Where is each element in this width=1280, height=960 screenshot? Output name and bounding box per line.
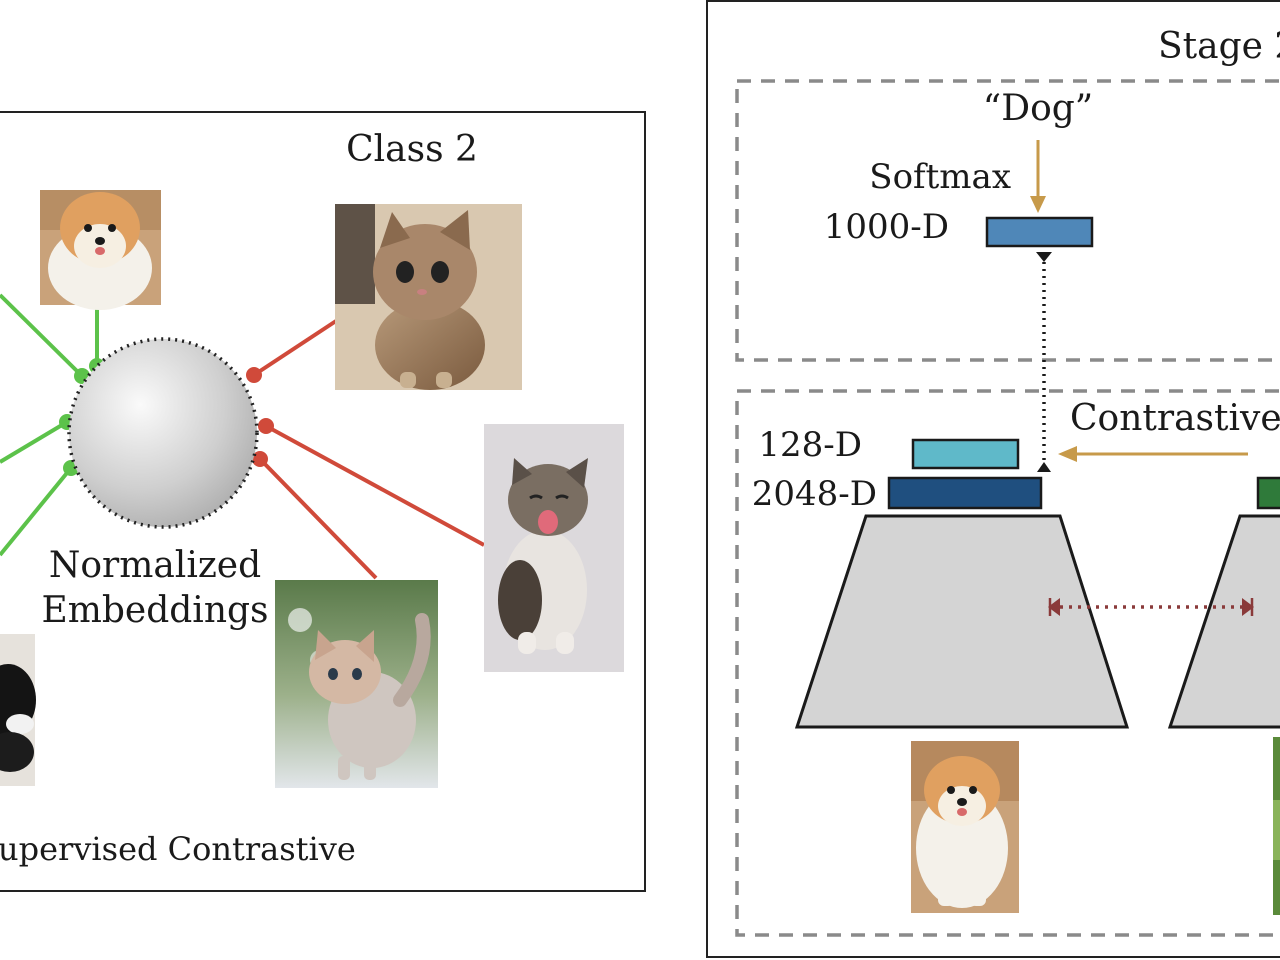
contrastive-label: Contrastive — [1070, 398, 1280, 439]
negative-connectors — [252, 319, 485, 580]
dim-128-label: 128-D — [758, 425, 862, 465]
left-panel: Class 2 Normalized Embeddings — [0, 111, 646, 892]
center-label-line2: Embeddings — [41, 590, 268, 631]
meowing-kitten-photo — [484, 424, 624, 672]
encoder-trapezoid-left — [794, 514, 1130, 729]
input-second-photo — [1273, 737, 1280, 915]
grey-kitten-photo — [275, 580, 438, 788]
dim-2048-label: 2048-D — [752, 474, 877, 514]
encoder-trapezoid-right — [1167, 514, 1280, 729]
dim-1000-label: 1000-D — [824, 207, 949, 247]
class-label: Class 2 — [346, 129, 478, 170]
black-white-dog-photo — [0, 634, 36, 786]
pomeranian-dog-photo — [40, 190, 161, 310]
tabby-kitten-photo — [335, 204, 522, 390]
dog-label: “Dog” — [983, 88, 1093, 129]
center-label-line1: Normalized — [49, 545, 261, 586]
stage-label: Stage 2 — [1158, 26, 1280, 67]
bar-128-d — [911, 438, 1020, 470]
positive-connectors — [0, 293, 99, 557]
shared-weights-arrow — [1048, 598, 1254, 616]
gold-arrow-down — [1030, 140, 1046, 213]
softmax-label: Softmax — [869, 157, 1011, 197]
gold-arrow-left — [1058, 446, 1248, 462]
bar-1000-d — [985, 216, 1094, 248]
left-caption: upervised Contrastive — [0, 830, 356, 868]
right-panel: Stage 2 “Dog” Softmax 1000-D Contrastive… — [706, 0, 1280, 958]
dotted-vertical-connector — [1036, 252, 1052, 472]
bar-2048-d — [887, 476, 1043, 510]
embedding-sphere — [67, 337, 259, 529]
classifier-dashed-box — [735, 79, 1280, 362]
bar-2048-d-second-branch — [1256, 476, 1280, 510]
input-dog-photo — [911, 741, 1019, 913]
